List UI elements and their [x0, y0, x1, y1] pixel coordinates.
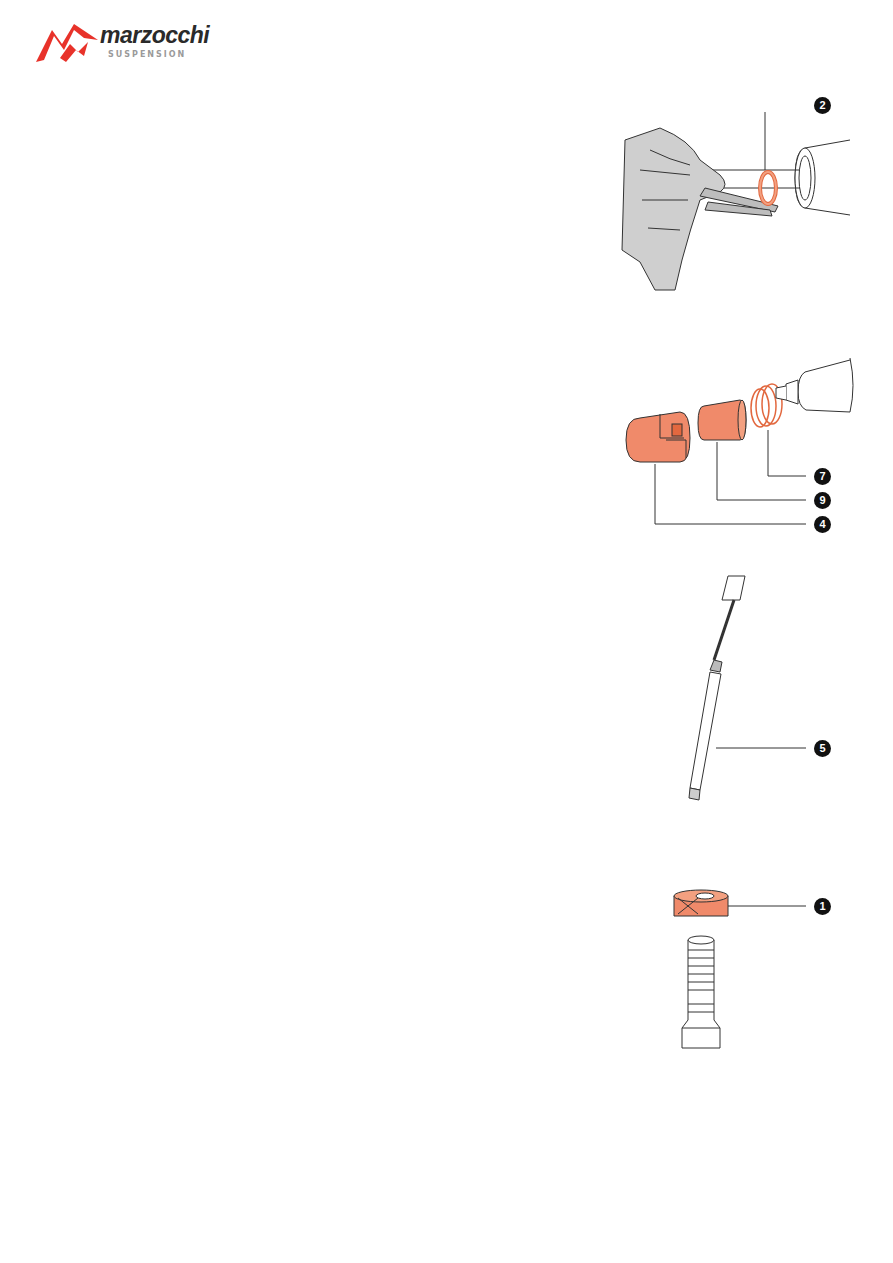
brand-name: marzocchi — [100, 22, 209, 48]
brand-subtitle: SUSPENSION — [108, 50, 186, 60]
callout-number: 2 — [814, 97, 831, 114]
rod-figure — [689, 576, 806, 800]
logo-mark — [36, 24, 98, 62]
callout-number: 5 — [814, 740, 831, 757]
ring-removal-figure — [622, 112, 850, 290]
callout-number: 7 — [814, 468, 831, 485]
callout-number: 4 — [814, 516, 831, 533]
callout-number: 9 — [814, 492, 831, 509]
nut-bolt-figure — [674, 890, 806, 1048]
cap-sleeve-spring-figure — [626, 358, 853, 524]
callout-number: 1 — [814, 898, 831, 915]
